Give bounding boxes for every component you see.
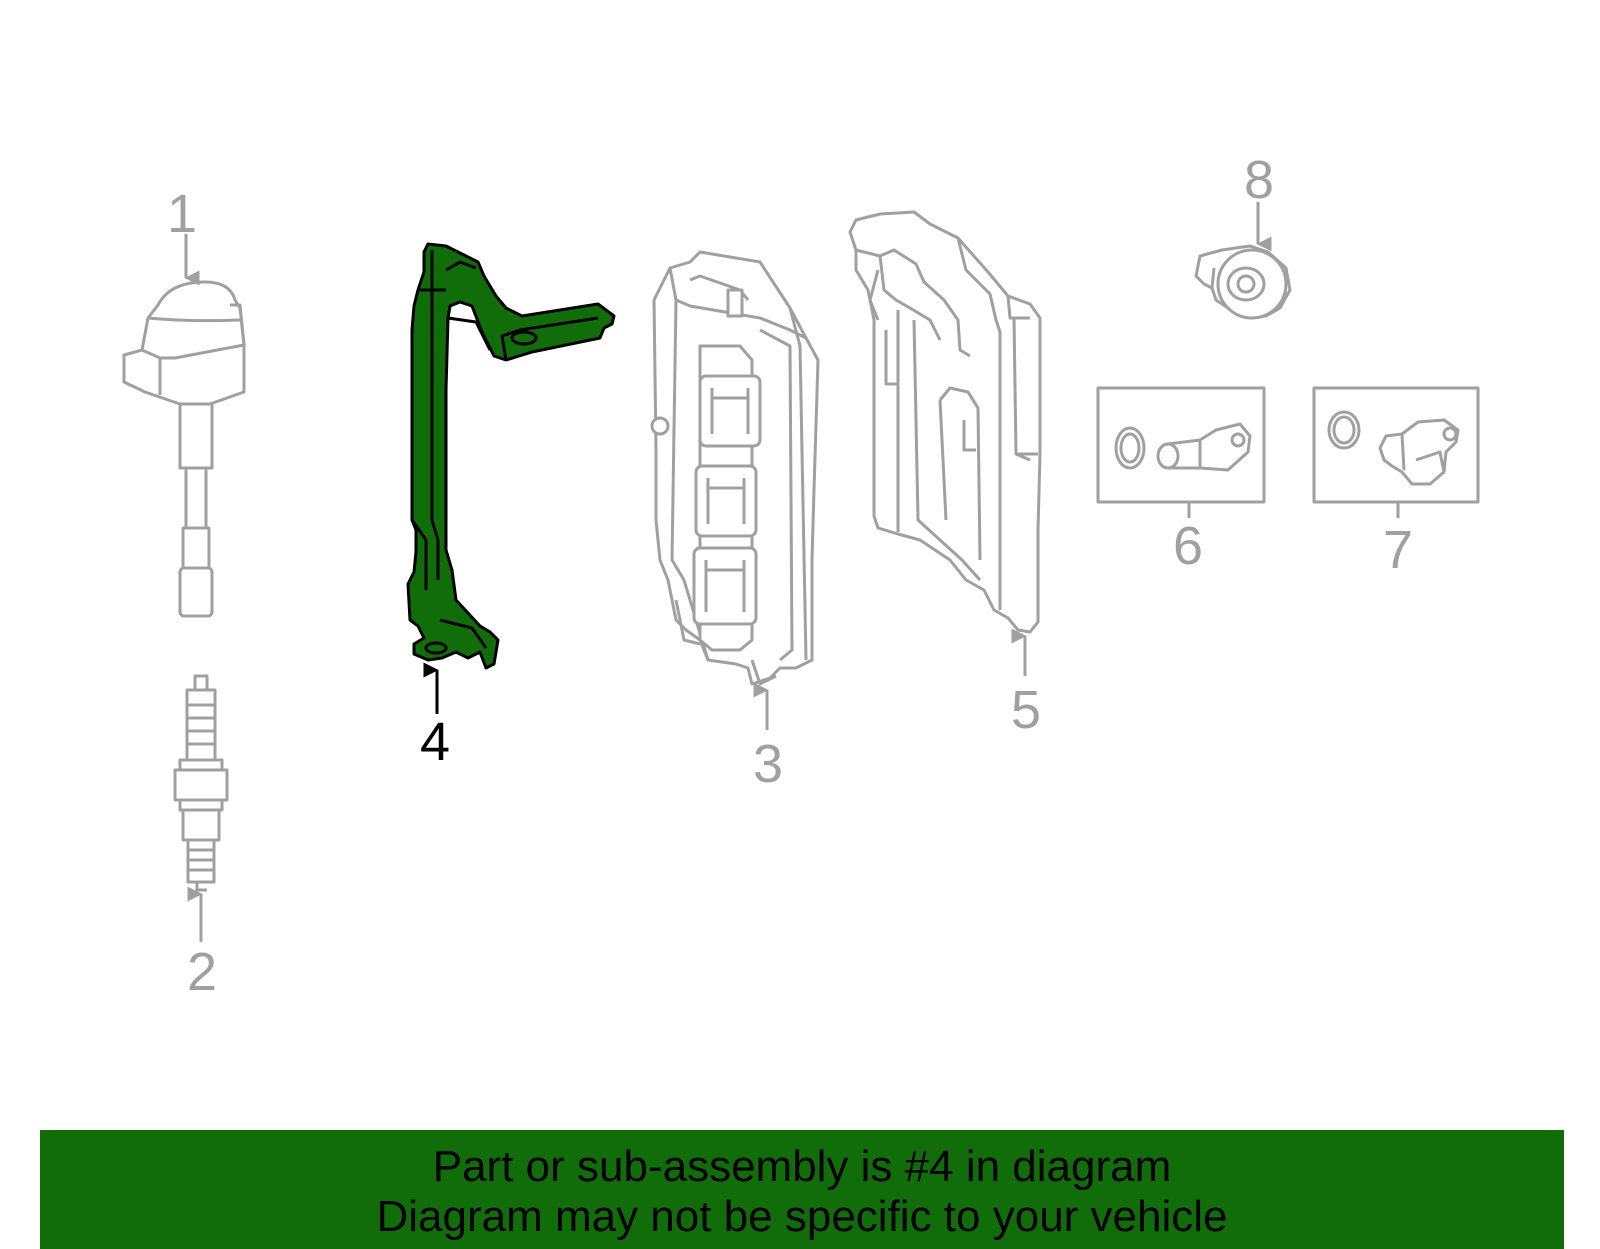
callout-labels: 1 2 3 4 5 6 7 8 <box>167 150 1413 1002</box>
part-7-sensor-kit[interactable] <box>1312 386 1480 504</box>
callout-8: 8 <box>1244 150 1274 210</box>
callout-7: 7 <box>1383 520 1413 580</box>
part-8-knock-sensor[interactable] <box>1194 244 1292 320</box>
part-3-ecm-module[interactable] <box>650 250 820 686</box>
callout-4: 4 <box>420 712 450 772</box>
part-4-bracket[interactable] <box>406 242 616 670</box>
callout-6: 6 <box>1173 516 1203 576</box>
info-banner: Part or sub-assembly is #4 in diagram Di… <box>40 1130 1564 1249</box>
banner-line-part: Part or sub-assembly is #4 in diagram <box>432 1142 1172 1191</box>
part-1-ignition-coil[interactable] <box>122 280 246 618</box>
callout-1: 1 <box>167 184 197 244</box>
part-2-spark-plug[interactable] <box>173 674 229 892</box>
callout-5: 5 <box>1011 680 1041 740</box>
part-5-cover[interactable] <box>848 210 1042 634</box>
leader-lines <box>184 202 1400 942</box>
callout-2: 2 <box>187 942 217 1002</box>
part-6-sensor-kit[interactable] <box>1096 386 1266 504</box>
callout-3: 3 <box>753 734 783 794</box>
banner-line-disclaimer: Diagram may not be specific to your vehi… <box>376 1192 1228 1241</box>
